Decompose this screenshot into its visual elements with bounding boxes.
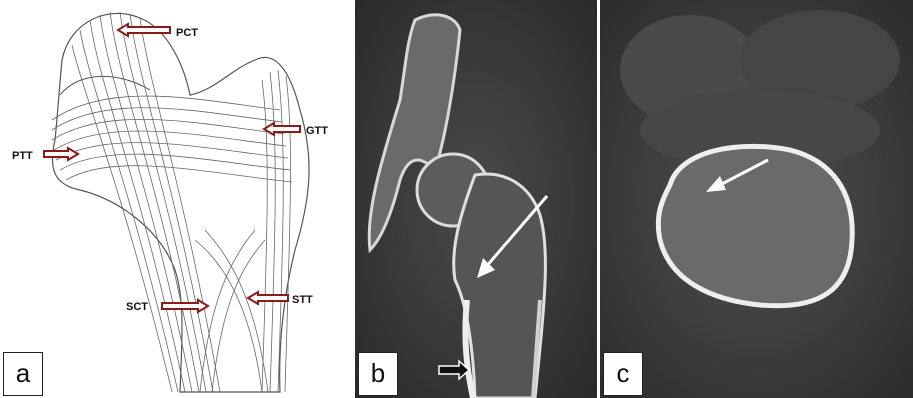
- stt-label: STT: [292, 294, 313, 306]
- panel-b-label: b: [358, 352, 398, 396]
- femur-trabecular-diagram: PCT GTT PTT SCT STT: [0, 0, 350, 398]
- ptt-label: PTT: [12, 150, 33, 162]
- panel-c-label: c: [603, 352, 643, 396]
- pct-label: PCT: [176, 27, 198, 39]
- pct-lines: [72, 12, 220, 392]
- secondary-lines: [195, 230, 268, 392]
- ct-coronal-image: [355, 0, 597, 398]
- ptt-arrow: PTT: [12, 148, 78, 162]
- ptt-lines: [52, 96, 292, 182]
- pct-arrow: PCT: [118, 24, 198, 39]
- gtt-label: GTT: [306, 125, 328, 137]
- ct-axial-image: [600, 0, 913, 398]
- panel-a-diagram: PCT GTT PTT SCT STT a: [0, 0, 350, 398]
- gtt-arrow: GTT: [264, 123, 328, 137]
- femoral-neck-cross-section: [658, 146, 852, 305]
- panel-a-label: a: [3, 352, 43, 396]
- gtt-lines: [262, 70, 291, 392]
- femur-outline: [52, 13, 309, 392]
- sct-label: SCT: [126, 301, 148, 313]
- panel-b-ct-coronal: b: [355, 0, 597, 398]
- panel-c-ct-axial: c: [600, 0, 913, 398]
